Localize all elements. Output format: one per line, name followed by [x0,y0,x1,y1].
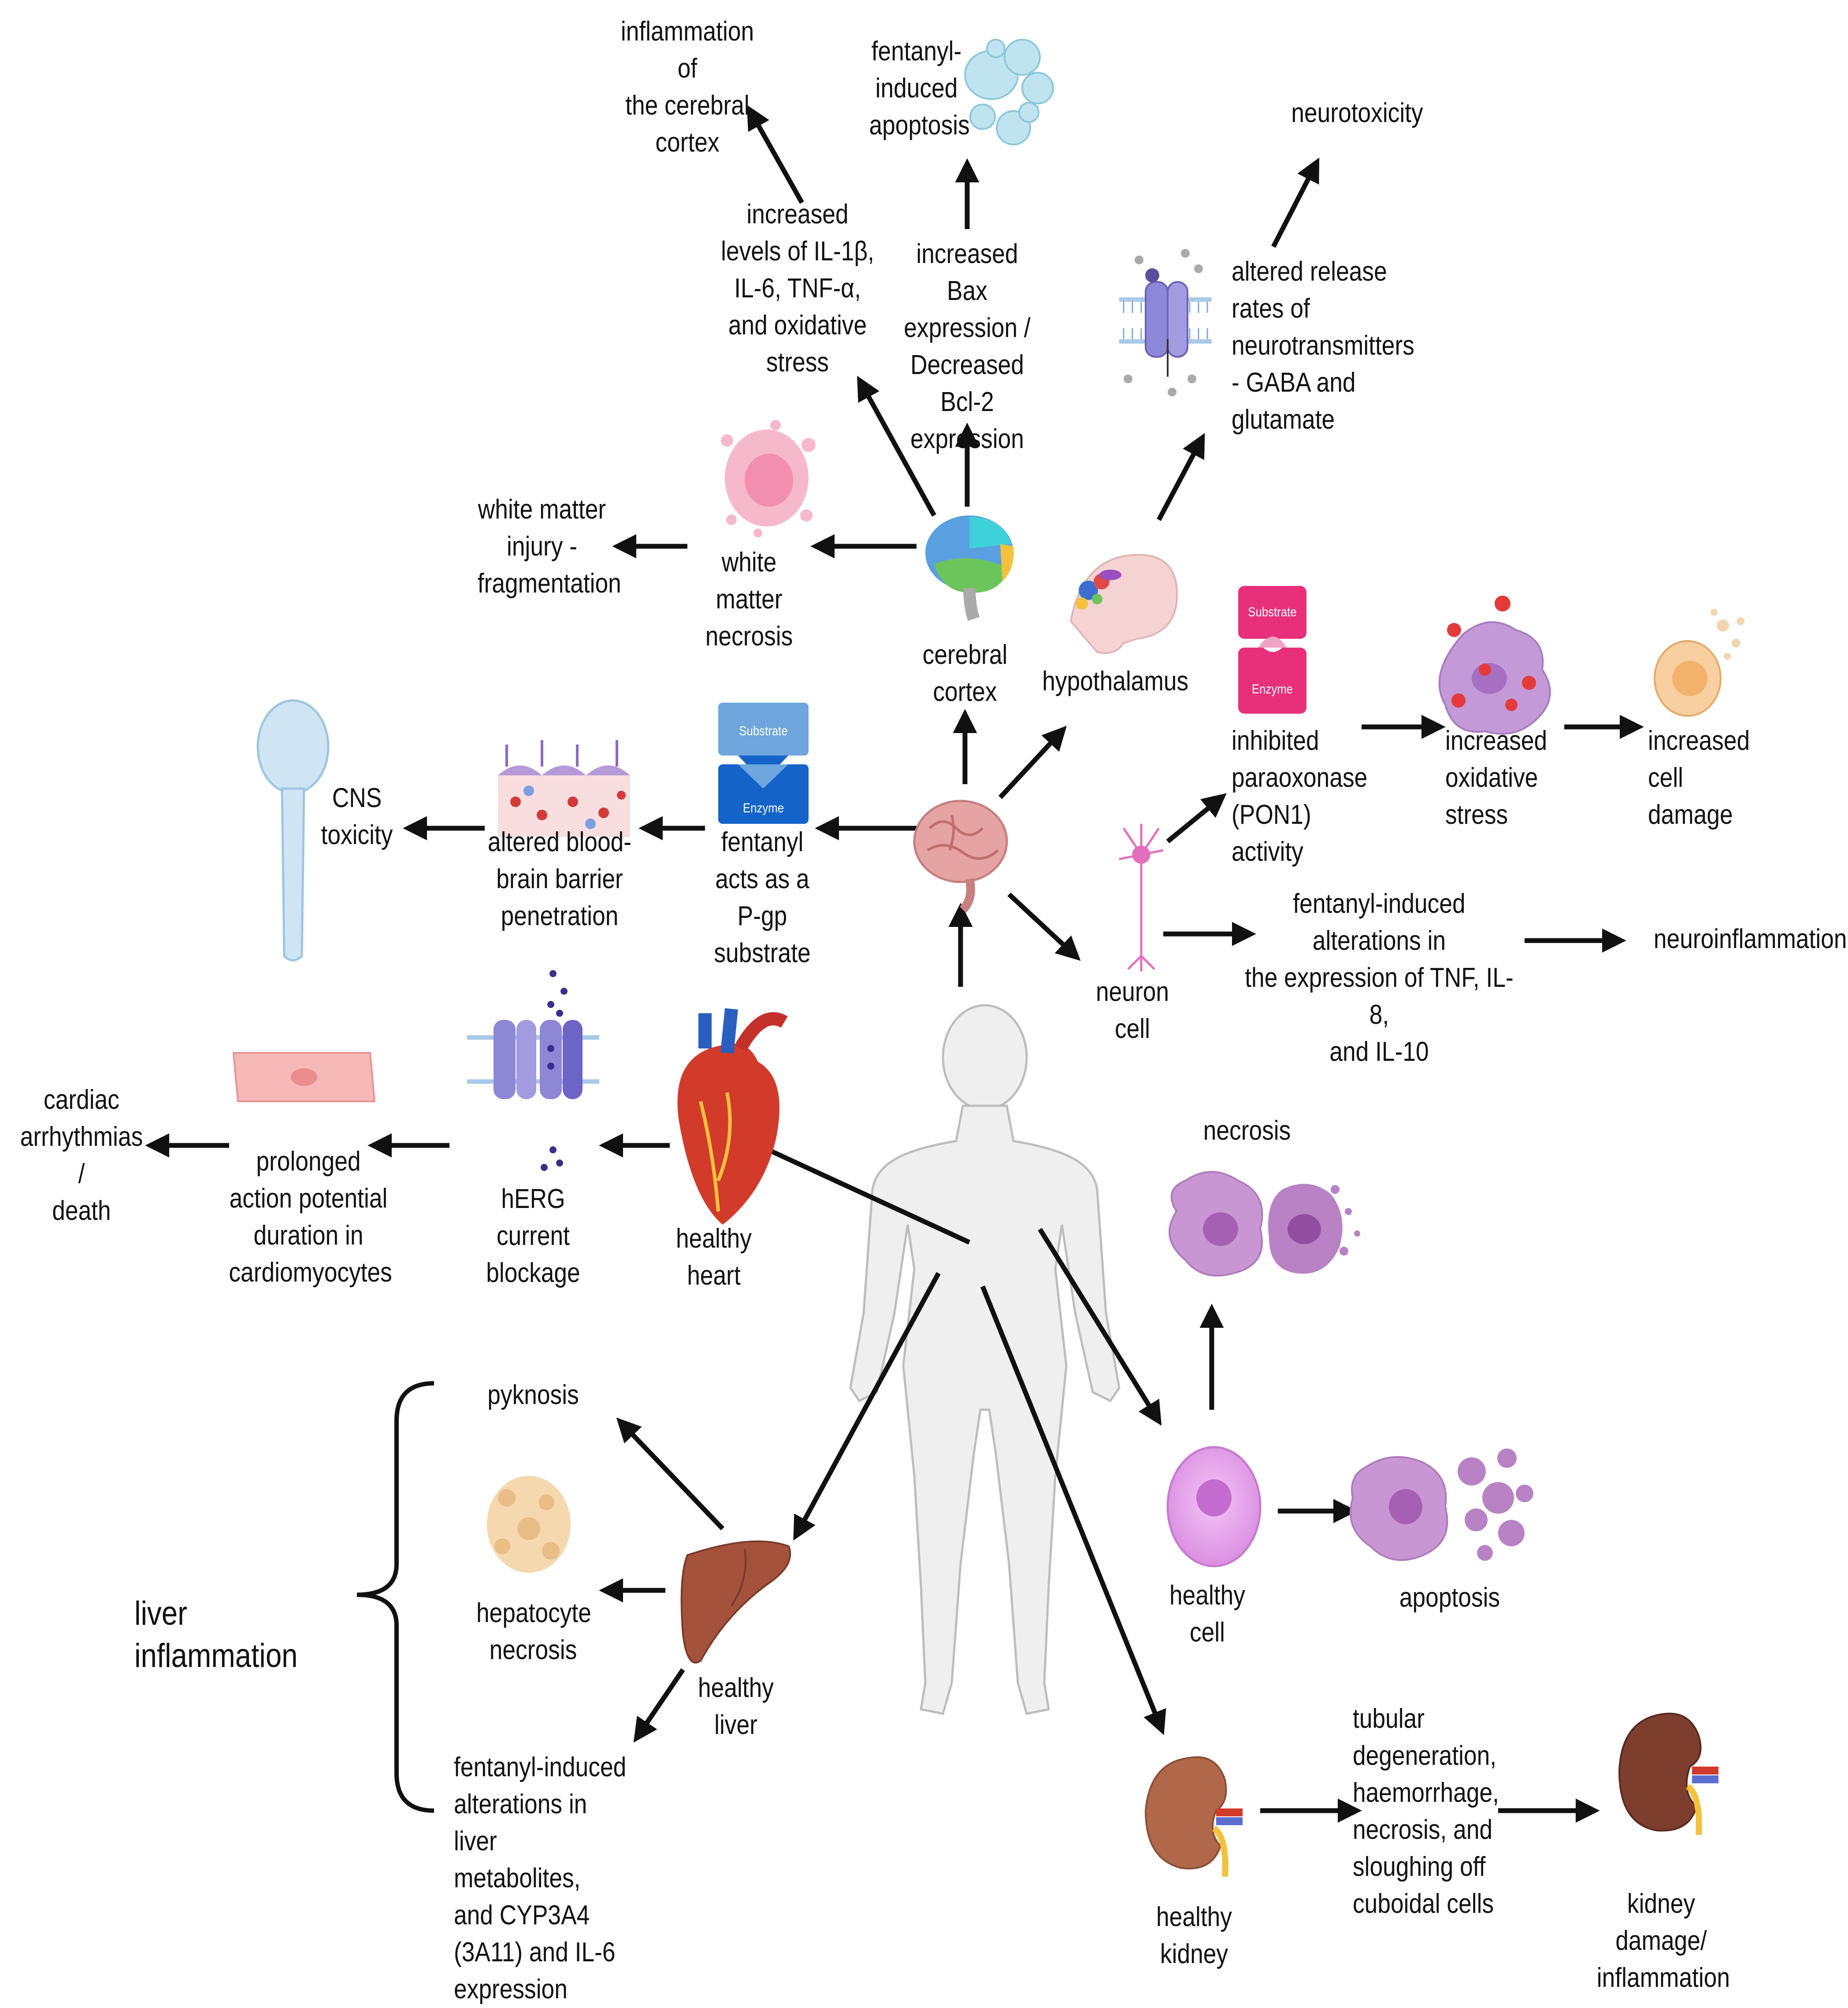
hepatocyte-icon [487,1476,571,1573]
hypothalamus-icon [1069,554,1178,654]
cerebral-cortex-icon [925,515,1014,621]
cardiomyocyte-icon [232,1052,376,1102]
apoptotic-cell-icon-right [1350,1449,1533,1561]
hypothalamus-label: hypothalamus [1042,666,1189,697]
healthy-heart-label: healthy heart [676,1223,752,1291]
healthy-cell-label: healthy cell [1169,1580,1245,1648]
healthy-cell-icon [1166,1446,1262,1567]
white-matter-injury-label: white matter injury - fragmentation [477,494,621,599]
kidney-icon [1144,1756,1243,1877]
enzyme-pon1-label: Enzyme [1251,682,1293,697]
blood-brain-barrier-icon [498,740,630,837]
tnf-il8-label: fentanyl-induced alterations in the expr… [1245,889,1514,1067]
neuron-cell-label: neuron cell [1095,977,1169,1044]
pgp-label: fentanyl acts as a P-gp substrate [714,827,811,968]
ion-channel-icon [1119,249,1212,396]
cns-toxicity-label: CNS toxicity [321,783,393,850]
tubular-label: tubular degeneration, haemorrhage, necro… [1353,1704,1499,1919]
il1b-label: increased levels of IL-1β, IL-6, TNF-α, … [721,199,874,378]
oxidative-stress-cell-icon [1438,596,1551,735]
fentanyl-apoptosis-label: fentanyl- induced apoptosis [869,36,970,141]
herg-label: hERG current blockage [486,1184,580,1288]
inflammation-cortex-label: inflammation of the cerebral cortex [620,16,754,158]
arrows [145,105,1644,1823]
damaged-kidney-icon [1618,1712,1718,1835]
apoptotic-cell-icon [964,39,1054,145]
brain-icon [913,800,1008,913]
white-matter-necrosis-label: white matter necrosis [705,547,793,652]
substrate-enzyme-icon-pon1 [1238,586,1306,714]
liver-icon [680,1540,791,1663]
herg-channel-icon [467,970,599,1171]
spinal-cord-icon [256,699,330,962]
healthy-liver-label: healthy liver [698,1673,774,1740]
increased-oxidative-label: increased oxidative stress [1445,726,1547,830]
prolonged-label: prolonged action potential duration in c… [229,1146,392,1288]
inflamed-tissue-icon [721,420,816,537]
substrate-pon1-label: Substrate [1248,605,1297,619]
enzyme-pgp-label: Enzyme [742,801,784,815]
neuroinflammation-label: neuroinflammation [1653,924,1847,954]
healthy-kidney-label: healthy kidney [1156,1902,1232,1969]
neuron-icon [1119,824,1164,971]
bax-label: increased Bax expression / Decreased Bcl… [904,239,1031,454]
apoptosis-label: apoptosis [1399,1582,1500,1613]
altered-bbb-label: altered blood- brain barrier penetration [487,827,632,931]
kidney-damage-label: kidney damage/ inflammation [1596,1889,1730,1993]
increased-cell-damage-label: increased cell damage [1648,726,1750,830]
brace-icon [356,1381,434,1813]
heart-icon [677,1008,788,1225]
cardiac-label: cardiac arrhythmias / death [20,1085,143,1226]
substrate-pgp-label: Substrate [739,724,788,738]
substrate-enzyme-icon-pgp [718,703,809,824]
altered-release-label: altered release rates of neurotransmitte… [1232,256,1414,435]
inhibited-pon1-label: inhibited paraoxonase (PON1) activity [1232,726,1368,867]
necrotic-cell-icon [1169,1171,1360,1277]
cerebral-cortex-label: cerebral cortex [922,640,1008,707]
damaged-cell-icon [1654,609,1744,717]
liver-metabolites-label: fentanyl-induced alterations in liver me… [454,1752,627,2004]
liver-inflammation-label: liver inflammation [134,1595,298,1675]
pyknosis-label: pyknosis [487,1380,579,1410]
hepatocyte-label: hepatocyte necrosis [476,1598,591,1665]
neurotoxicity-label: neurotoxicity [1291,98,1423,128]
human-body-icon [849,1004,1121,1715]
necrosis-label: necrosis [1203,1115,1291,1146]
